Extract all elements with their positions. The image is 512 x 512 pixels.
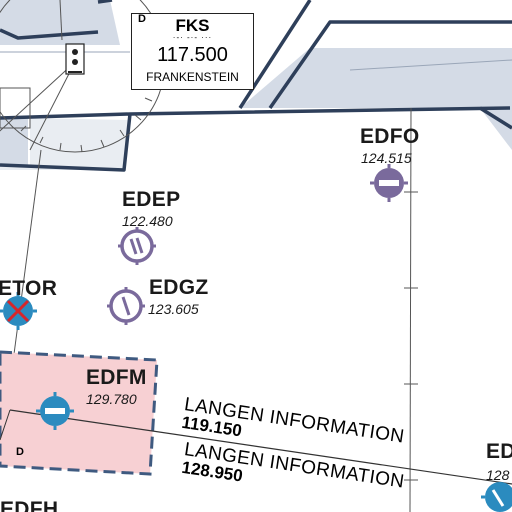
military-aerodrome-icon-edgz[interactable]	[105, 285, 147, 327]
civil-aerodrome-icon-right[interactable]	[479, 476, 512, 512]
ctr-class-tag: D	[16, 446, 24, 458]
aerodrome-freq-edfm: 129.780	[86, 391, 137, 407]
vor-morse-code: ·-· -·- ···	[172, 33, 213, 42]
closed-aerodrome-icon-etor[interactable]	[0, 290, 39, 332]
vor-frequency: 117.500	[157, 44, 228, 66]
vor-info-box[interactable]: D FKS ·-· -·- ··· 117.500 FRANKENSTEIN	[131, 13, 254, 90]
aerodrome-freq-right: 128	[486, 467, 510, 483]
aerodrome-id-edgz: EDGZ	[149, 276, 209, 299]
aerodrome-id-edfo: EDFO	[360, 125, 420, 148]
vor-dme-tag: D	[138, 13, 146, 25]
aerodrome-freq-edep: 122.480	[122, 213, 173, 229]
aerodrome-id-edfh: EDFH	[0, 498, 59, 512]
vor-identifier: FKS	[175, 16, 210, 35]
aerodrome-id-etor: ETOR	[0, 277, 58, 300]
aerodrome-freq-edgz: 123.605	[148, 301, 199, 317]
vor-name: FRANKENSTEIN	[146, 70, 239, 84]
military-aerodrome-icon-edep[interactable]	[116, 225, 158, 267]
aerodrome-id-right: ED	[486, 440, 512, 463]
aerodrome-freq-edfo: 124.515	[361, 150, 412, 166]
military-aerodrome-icon-edfo[interactable]	[368, 162, 410, 204]
aerodrome-id-edfm: EDFM	[86, 366, 147, 389]
vor-station-icon	[65, 43, 85, 75]
civil-aerodrome-icon-edfm[interactable]	[34, 390, 76, 432]
aerodrome-id-edep: EDEP	[122, 188, 181, 211]
